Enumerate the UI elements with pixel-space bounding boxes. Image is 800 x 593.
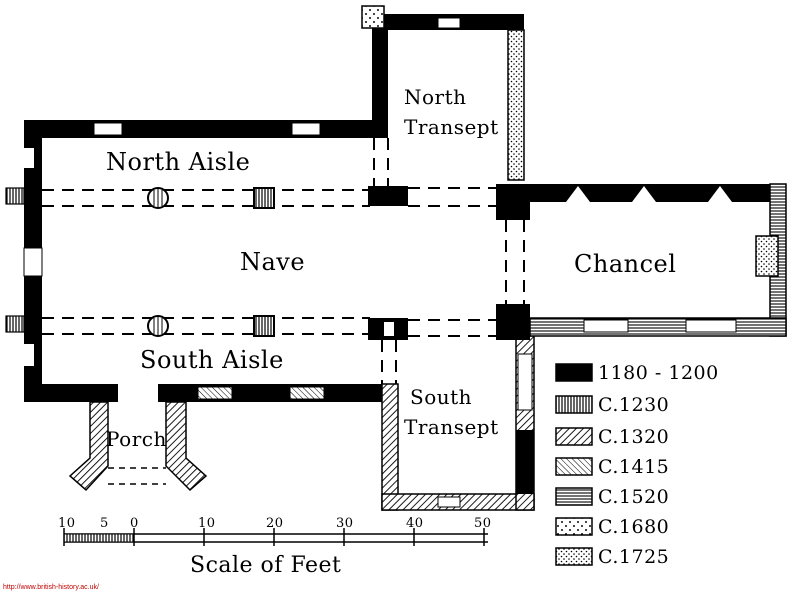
north-transept-label-1: North (404, 85, 467, 109)
chancel-south-window-2 (685, 319, 737, 333)
south-door (118, 384, 158, 402)
scale-tick: 50 (474, 516, 492, 531)
scale-title: Scale of Feet (190, 553, 341, 578)
south-aisle-window-1 (197, 386, 233, 400)
arcades (42, 138, 525, 384)
legend-swatch-vertical-lines (555, 395, 593, 414)
chancel-east-window (755, 235, 779, 277)
room-labels: North Transept North Aisle Nave Chancel … (106, 85, 676, 451)
legend-label: 1180 - 1200 (598, 362, 719, 384)
scale-tick: 20 (266, 516, 284, 531)
west-window-north (24, 148, 34, 168)
crossing-pier-sw (496, 304, 530, 340)
south-transept-east-window (517, 353, 533, 411)
legend-label: C.1320 (598, 426, 669, 448)
north-aisle-north-wall (24, 120, 388, 138)
scale-tick: 5 (100, 516, 109, 531)
legend-swatch-fine-diagonal-hatch (555, 457, 593, 476)
scale-tick: 40 (406, 516, 424, 531)
legend-swatch-horizontal-lines (555, 487, 593, 506)
legend-swatch-crosses-dots (555, 517, 593, 536)
north-pillar-2 (253, 187, 275, 209)
pillars (147, 187, 275, 337)
north-transept-label-2: Transept (404, 115, 499, 139)
chancel-label: Chancel (574, 250, 676, 278)
south-transept-label-1: South (410, 385, 472, 409)
nave-label: Nave (240, 248, 305, 276)
porch-east-wall (165, 401, 208, 492)
scale-bar: 10 5 0 10 20 30 40 50 Scale of Feet (58, 516, 492, 578)
legend-label: C.1725 (598, 546, 669, 568)
porch-label: Porch (106, 427, 167, 451)
north-aisle-window-1 (93, 122, 123, 136)
north-transept-window (437, 17, 461, 29)
scale-tick: 10 (198, 516, 216, 531)
north-aisle-label: North Aisle (106, 148, 250, 176)
north-transept-buttress (361, 5, 385, 29)
source-url[interactable]: http://www.british-history.ac.uk/ (3, 584, 99, 591)
chancel-south-window-1 (583, 319, 629, 333)
legend-swatch-diagonal-hatch (555, 427, 593, 446)
porch-west-wall (68, 401, 109, 492)
legend-swatch-solid (555, 363, 593, 382)
north-aisle-window-2 (291, 122, 321, 136)
transept-pier-s-inner (384, 322, 394, 336)
west-door (23, 247, 43, 277)
north-transept-east-wall (507, 29, 525, 181)
south-transept-east-black (516, 430, 534, 494)
scale-bar-fine-section (63, 533, 135, 543)
south-pillar-2 (253, 315, 275, 337)
crossing-pier-nw (496, 184, 530, 220)
west-buttress-north (5, 187, 25, 205)
south-aisle-window-2 (289, 386, 325, 400)
legend-label: C.1230 (598, 394, 669, 416)
scale-tick: 0 (130, 516, 139, 531)
scale-tick: 30 (336, 516, 354, 531)
scale-tick: 10 (58, 516, 76, 531)
south-transept-label-2: Transept (404, 415, 499, 439)
legend-swatch-dots (555, 547, 593, 566)
legend: 1180 - 1200 C.1230 C.1320 C.1415 C.1520 … (555, 362, 719, 568)
south-aisle-label: South Aisle (140, 346, 284, 374)
transept-pier-n (368, 186, 408, 206)
legend-label: C.1415 (598, 456, 669, 478)
legend-label: C.1520 (598, 486, 669, 508)
walls (5, 5, 787, 511)
chancel-north-windows (566, 186, 732, 202)
west-window-south (24, 344, 34, 366)
legend-label: C.1680 (598, 516, 669, 538)
west-buttress-south (5, 315, 25, 333)
south-transept-west-wall (381, 383, 399, 511)
chancel-south-wall (529, 317, 787, 337)
south-transept-window (437, 496, 461, 508)
north-transept-west-wall (372, 14, 388, 138)
